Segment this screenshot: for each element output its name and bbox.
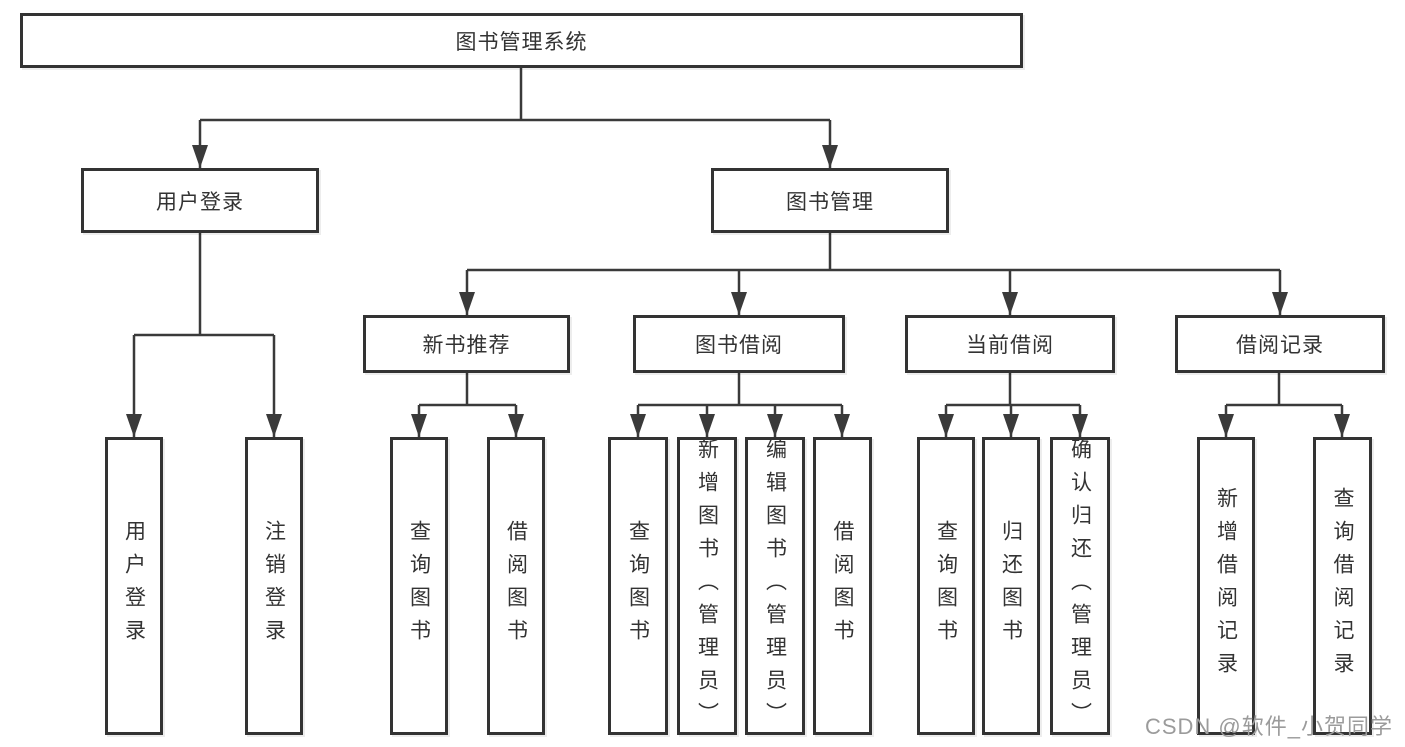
node-book-borrowing: 图书借阅 [633, 315, 845, 373]
leaf-add-borrow-record: 新增借阅记录 [1197, 437, 1255, 735]
leaf-label: 查询图书 [934, 520, 958, 652]
leaf-add-books-admin: 新增图书（管理员） [677, 437, 737, 735]
leaf-confirm-return-admin: 确认归还（管理员） [1050, 437, 1110, 735]
leaf-borrow-books-recommend: 借阅图书 [487, 437, 545, 735]
node-user-login: 用户登录 [81, 168, 319, 233]
leaf-borrow-books: 借阅图书 [813, 437, 872, 735]
leaf-label: 编辑图书（管理员） [763, 437, 787, 735]
leaf-user-login: 用户登录 [105, 437, 163, 735]
leaf-edit-books-admin: 编辑图书（管理员） [745, 437, 805, 735]
leaf-label: 借阅图书 [831, 520, 854, 652]
leaf-search-books-current: 查询图书 [917, 437, 975, 735]
node-book-management: 图书管理 [711, 168, 949, 233]
leaf-label: 查询图书 [407, 520, 431, 652]
csdn-watermark: CSDN @软件_小贺同学 [1144, 714, 1393, 739]
leaf-search-books-borrowing: 查询图书 [608, 437, 668, 735]
leaf-label: 用户登录 [122, 520, 146, 652]
node-library-system: 图书管理系统 [20, 13, 1023, 68]
node-current-borrowing: 当前借阅 [905, 315, 1115, 373]
leaf-label: 新增图书（管理员） [695, 437, 719, 735]
leaf-label: 查询借阅记录 [1331, 487, 1354, 685]
leaf-logout: 注销登录 [245, 437, 303, 735]
leaf-label: 归还图书 [999, 520, 1023, 652]
leaf-label: 确认归还（管理员） [1068, 437, 1092, 735]
leaf-label: 借阅图书 [504, 520, 528, 652]
leaf-search-books-recommend: 查询图书 [390, 437, 448, 735]
leaf-label: 查询图书 [626, 520, 650, 652]
leaf-label: 新增借阅记录 [1214, 487, 1238, 685]
node-new-book-recommend: 新书推荐 [363, 315, 570, 373]
leaf-search-borrow-record: 查询借阅记录 [1313, 437, 1372, 735]
leaf-label: 注销登录 [262, 520, 286, 652]
node-borrowing-records: 借阅记录 [1175, 315, 1385, 373]
leaf-return-books: 归还图书 [982, 437, 1040, 735]
